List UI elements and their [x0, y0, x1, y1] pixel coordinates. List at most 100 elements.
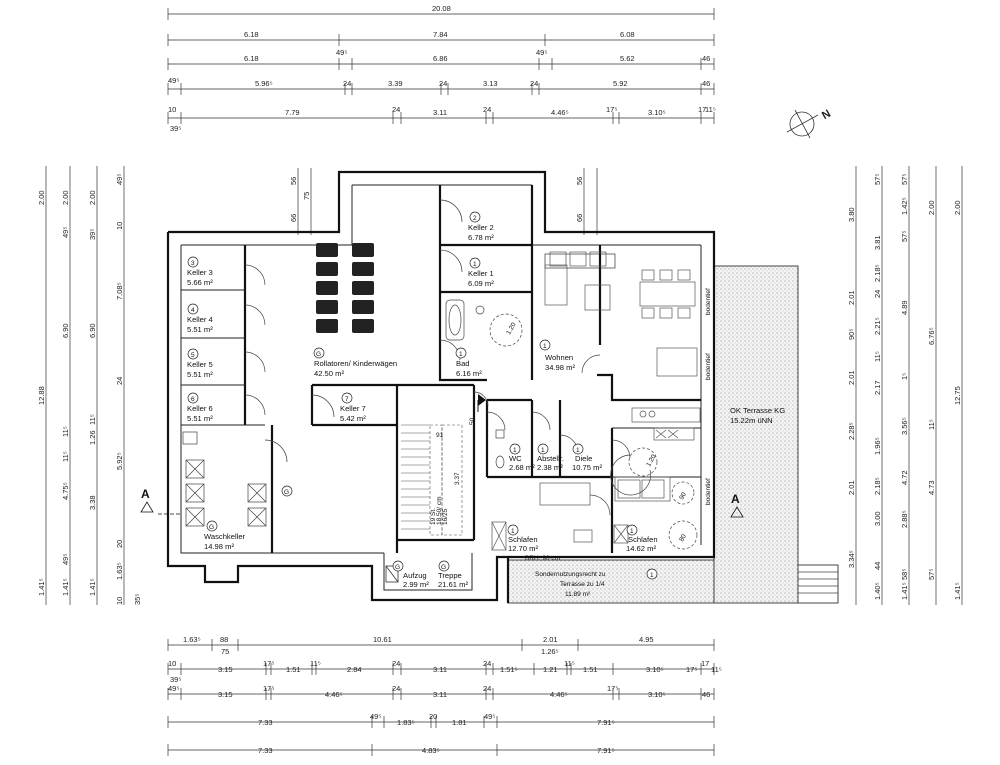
right-dim: 3.80: [847, 207, 856, 222]
room-name: Schlafen: [508, 535, 538, 544]
turning-circles: [628, 447, 698, 550]
bottom-dim: 24: [392, 659, 400, 668]
bottom-dim: 1.51⁵: [500, 665, 518, 674]
top-dim-total: 20.08: [432, 4, 451, 13]
right-dim: 90⁵: [847, 329, 856, 340]
bottom-dim: 75: [221, 647, 229, 656]
circle-label: 80: [678, 533, 688, 543]
room-name: Keller 4: [187, 315, 213, 324]
room-area: 6.09 m²: [468, 279, 494, 288]
left-dim: 49⁵: [115, 174, 124, 185]
left-dim: 3.38: [88, 495, 97, 510]
right-dim: 4.72: [900, 470, 909, 485]
top-dim: 39⁵: [170, 124, 181, 133]
left-dimension-chains: 2.00 2.00 2.00 49⁵ 39⁵ 10 49⁵ 7.08⁵ 12.8…: [37, 166, 142, 605]
entrance-arrow-icon: [477, 394, 486, 412]
room-name: Keller 1: [468, 269, 494, 278]
top-dim: 5.92: [613, 79, 628, 88]
room-name: Schlafen: [628, 535, 658, 544]
room-name: Waschkeller: [204, 532, 246, 541]
top-dim: 3.11: [433, 108, 447, 117]
north-arrow-icon: N: [786, 108, 833, 139]
terrace-area: OK Terrasse KG 15.22m üNN Sondernutzungs…: [507, 265, 839, 604]
room-area: 5.51 m²: [187, 370, 213, 379]
bottom-dim: 1.51: [583, 665, 598, 674]
bottom-dim: 4.46⁵: [325, 690, 343, 699]
room-number: 1: [576, 447, 580, 454]
bathtub-icon: [445, 299, 523, 347]
right-dim: 4.89: [900, 300, 909, 315]
top-dim: 49⁵: [168, 76, 179, 85]
left-dim: 5.92⁵: [115, 452, 124, 470]
circle-label: 1.20: [505, 321, 518, 336]
right-dim: 11⁵: [927, 419, 936, 430]
bottom-dim: 17⁵: [686, 665, 697, 674]
room-area: 34.98 m²: [545, 363, 575, 372]
stair-dim: 3.37: [454, 472, 461, 485]
room-number: 7: [345, 396, 349, 403]
svg-text:N: N: [820, 108, 833, 122]
room-marker: G: [284, 489, 289, 496]
room-name: Keller 5: [187, 360, 213, 369]
staircase: [401, 424, 463, 536]
top-dim: 49⁵: [536, 48, 547, 57]
left-dim: 2.00: [37, 190, 46, 205]
small-dim: 56: [575, 177, 584, 185]
bottom-dim: 17⁵: [607, 684, 618, 693]
small-dim: 75: [302, 192, 311, 200]
section-label: A: [141, 487, 150, 501]
door-width: 50: [469, 417, 476, 425]
circle-label: 1.20: [645, 453, 658, 468]
left-dim: 6.90: [61, 323, 70, 338]
top-dim: 6.08: [620, 30, 635, 39]
room-area: 6.78 m²: [468, 233, 494, 242]
top-dimension-chains: 20.08 6.18 7.84 6.08 6.18 49⁵ 6.86 49⁵ 5…: [167, 4, 716, 133]
room-number: 6: [191, 396, 195, 403]
right-dim: 1.42⁵: [900, 197, 909, 215]
top-dim: 49⁵: [336, 48, 347, 57]
room-area: 5.66 m²: [187, 278, 213, 287]
room-area: 2.68 m²: [509, 463, 535, 472]
right-dim: 11⁵: [873, 351, 882, 362]
top-dim: 6.86: [433, 54, 448, 63]
top-dim: 11⁵: [705, 105, 716, 114]
right-dim: 1.41⁵: [900, 582, 909, 600]
right-dim: 2.00: [927, 200, 936, 215]
window-label: bodentief: [705, 353, 712, 380]
room-area: 14.98 m²: [204, 542, 234, 551]
room-number: 2: [473, 215, 477, 222]
bottom-dim: 46: [702, 690, 710, 699]
right-dim: 1.40⁵: [873, 582, 882, 600]
washing-machines: [182, 431, 267, 527]
section-marker-right: A: [730, 492, 744, 518]
small-dim: 66: [289, 214, 298, 222]
top-dim: 46: [702, 54, 710, 63]
bottom-dim: 3.15: [218, 690, 233, 699]
room-area: 42.50 m²: [314, 369, 344, 378]
left-dim: 6.90: [88, 323, 97, 338]
room-name: Keller 2: [468, 223, 494, 232]
right-dim: 57⁵: [900, 231, 909, 242]
right-dim: 57⁵: [873, 174, 882, 185]
bottom-dim: 11⁵: [310, 659, 321, 668]
right-dim: 2.18⁵: [873, 477, 882, 495]
right-dim: 2.18⁵: [873, 264, 882, 282]
left-dim: 10: [115, 222, 124, 230]
bottom-dim: 4.46⁵: [550, 690, 568, 699]
bottom-dim: 2.01: [543, 635, 558, 644]
room-number: 1: [630, 528, 634, 535]
room-number: 1: [511, 528, 515, 535]
right-dim: 2.01: [847, 480, 856, 495]
bottom-dim: 1.21: [543, 665, 558, 674]
left-dim: 1.41⁵: [37, 578, 46, 596]
right-dim: 3.34⁵: [847, 550, 856, 568]
bottom-dim: 3.11: [433, 665, 447, 674]
left-dim: 24: [115, 377, 124, 385]
bottom-dim: 7.33: [258, 718, 273, 727]
room-number: 1: [541, 447, 545, 454]
special-use-number: 1: [650, 572, 654, 579]
bottom-dim: 4.95: [639, 635, 654, 644]
room-name: Treppe: [438, 571, 462, 580]
top-dim: 24: [392, 105, 400, 114]
right-dim: 3.81: [873, 235, 882, 250]
